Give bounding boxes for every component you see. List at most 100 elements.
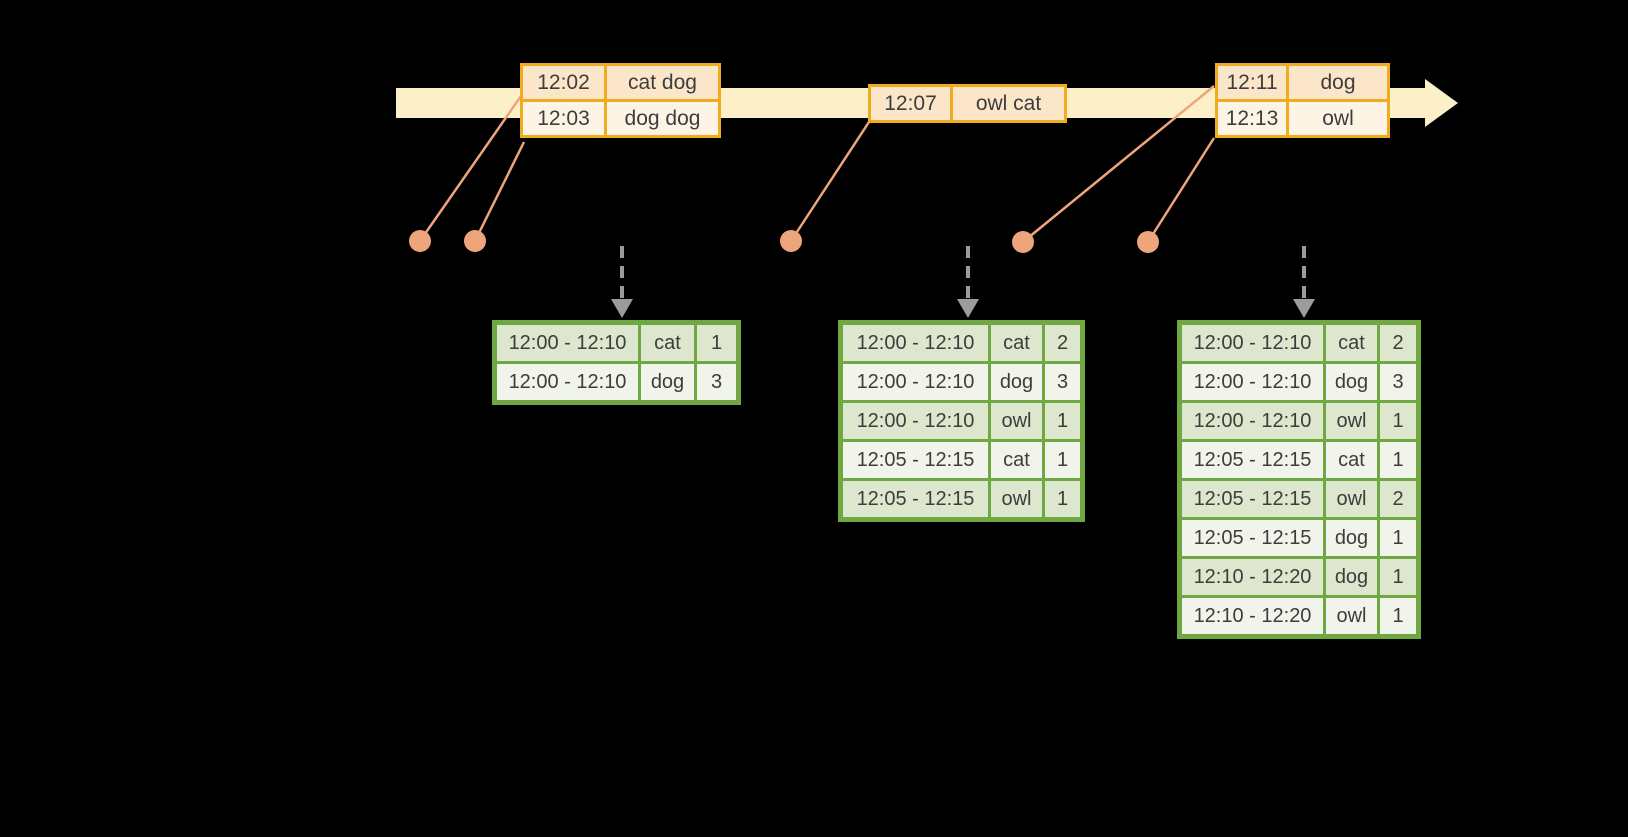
event-row: 12:03 dog dog bbox=[520, 99, 721, 138]
count-cell: 3 bbox=[1377, 361, 1420, 403]
result-table-3: 12:00 - 12:10 cat 2 12:00 - 12:10 dog 3 … bbox=[1177, 320, 1421, 639]
result-row: 12:00 - 12:10 dog 3 bbox=[839, 361, 1084, 403]
result-row: 12:05 - 12:15 dog 1 bbox=[1178, 517, 1420, 559]
count-cell: 2 bbox=[1042, 321, 1084, 364]
word-cell: owl bbox=[1323, 595, 1380, 638]
result-row: 12:05 - 12:15 cat 1 bbox=[839, 439, 1084, 481]
event-time-cell: 12:03 bbox=[520, 99, 607, 138]
count-cell: 1 bbox=[694, 321, 740, 364]
word-cell: owl bbox=[1323, 478, 1380, 520]
count-cell: 1 bbox=[1377, 595, 1420, 638]
result-row: 12:00 - 12:10 dog 3 bbox=[1178, 361, 1420, 403]
event-table-2-body: 12:07 owl cat bbox=[868, 84, 1067, 123]
event-connector-line bbox=[473, 141, 526, 242]
event-words-cell: dog bbox=[1286, 63, 1390, 102]
word-cell: cat bbox=[988, 321, 1045, 364]
event-dot bbox=[1012, 231, 1034, 253]
window-cell: 12:00 - 12:10 bbox=[1178, 321, 1326, 364]
window-cell: 12:00 - 12:10 bbox=[1178, 361, 1326, 403]
trigger-arrowhead-icon bbox=[957, 299, 979, 318]
word-cell: owl bbox=[1323, 400, 1380, 442]
window-cell: 12:05 - 12:15 bbox=[1178, 478, 1326, 520]
word-cell: cat bbox=[988, 439, 1045, 481]
word-cell: dog bbox=[1323, 361, 1380, 403]
event-row: 12:02 cat dog bbox=[520, 63, 721, 102]
count-cell: 1 bbox=[1042, 400, 1084, 442]
event-dot bbox=[464, 230, 486, 252]
count-cell: 2 bbox=[1377, 321, 1420, 364]
trigger-arrowhead-icon bbox=[1293, 299, 1315, 318]
event-time-cell: 12:13 bbox=[1215, 99, 1289, 138]
result-table-3-body: 12:00 - 12:10 cat 2 12:00 - 12:10 dog 3 … bbox=[1178, 321, 1420, 638]
window-cell: 12:00 - 12:10 bbox=[839, 321, 991, 364]
word-cell: dog bbox=[1323, 556, 1380, 598]
event-table-3-body: 12:11 dog 12:13 owl bbox=[1215, 63, 1390, 138]
timeline-arrowhead-icon bbox=[1425, 79, 1458, 127]
event-dots bbox=[409, 230, 1159, 253]
word-cell: dog bbox=[988, 361, 1045, 403]
count-cell: 3 bbox=[1042, 361, 1084, 403]
event-dot bbox=[409, 230, 431, 252]
count-cell: 1 bbox=[1377, 400, 1420, 442]
trigger-arrows bbox=[620, 246, 1306, 300]
event-time-cell: 12:11 bbox=[1215, 63, 1289, 102]
window-cell: 12:00 - 12:10 bbox=[839, 400, 991, 442]
trigger-arrowhead-icon bbox=[611, 299, 633, 318]
result-row: 12:00 - 12:10 cat 2 bbox=[839, 321, 1084, 364]
event-table-1: 12:02 cat dog 12:03 dog dog bbox=[520, 63, 721, 138]
count-cell: 1 bbox=[1377, 439, 1420, 481]
event-words-cell: cat dog bbox=[604, 63, 721, 102]
window-cell: 12:05 - 12:15 bbox=[839, 478, 991, 521]
trigger-arrowheads bbox=[611, 299, 1315, 318]
count-cell: 1 bbox=[1377, 517, 1420, 559]
word-cell: owl bbox=[988, 478, 1045, 521]
count-cell: 1 bbox=[1377, 556, 1420, 598]
count-cell: 3 bbox=[694, 361, 740, 404]
window-cell: 12:00 - 12:10 bbox=[493, 321, 641, 364]
result-table-2-body: 12:00 - 12:10 cat 2 12:00 - 12:10 dog 3 … bbox=[839, 321, 1084, 521]
window-cell: 12:05 - 12:15 bbox=[1178, 439, 1326, 481]
event-time-cell: 12:02 bbox=[520, 63, 607, 102]
result-row: 12:00 - 12:10 dog 3 bbox=[493, 361, 740, 404]
event-row: 12:11 dog bbox=[1215, 63, 1390, 102]
event-time-cell: 12:07 bbox=[868, 84, 953, 123]
event-table-1-body: 12:02 cat dog 12:03 dog dog bbox=[520, 63, 721, 138]
word-cell: dog bbox=[1323, 517, 1380, 559]
event-table-3: 12:11 dog 12:13 owl bbox=[1215, 63, 1390, 138]
event-connector-line bbox=[1146, 137, 1216, 243]
count-cell: 2 bbox=[1377, 478, 1420, 520]
result-row: 12:00 - 12:10 owl 1 bbox=[1178, 400, 1420, 442]
event-connector-line bbox=[789, 121, 871, 242]
result-row: 12:05 - 12:15 owl 2 bbox=[1178, 478, 1420, 520]
result-row: 12:05 - 12:15 cat 1 bbox=[1178, 439, 1420, 481]
result-table-2: 12:00 - 12:10 cat 2 12:00 - 12:10 dog 3 … bbox=[838, 320, 1085, 522]
event-table-2: 12:07 owl cat bbox=[868, 84, 1067, 123]
word-cell: dog bbox=[638, 361, 697, 404]
word-cell: cat bbox=[1323, 321, 1380, 364]
event-words-cell: dog dog bbox=[604, 99, 721, 138]
count-cell: 1 bbox=[1042, 478, 1084, 521]
window-cell: 12:00 - 12:10 bbox=[839, 361, 991, 403]
window-cell: 12:05 - 12:15 bbox=[1178, 517, 1326, 559]
window-cell: 12:10 - 12:20 bbox=[1178, 595, 1326, 638]
result-row: 12:05 - 12:15 owl 1 bbox=[839, 478, 1084, 521]
word-cell: owl bbox=[988, 400, 1045, 442]
event-row: 12:13 owl bbox=[1215, 99, 1390, 138]
count-cell: 1 bbox=[1042, 439, 1084, 481]
result-row: 12:10 - 12:20 dog 1 bbox=[1178, 556, 1420, 598]
word-cell: cat bbox=[1323, 439, 1380, 481]
window-cell: 12:10 - 12:20 bbox=[1178, 556, 1326, 598]
word-cell: cat bbox=[638, 321, 697, 364]
event-words-cell: owl bbox=[1286, 99, 1390, 138]
event-dot bbox=[1137, 231, 1159, 253]
event-dot bbox=[780, 230, 802, 252]
result-row: 12:00 - 12:10 owl 1 bbox=[839, 400, 1084, 442]
result-table-1: 12:00 - 12:10 cat 1 12:00 - 12:10 dog 3 bbox=[492, 320, 741, 405]
result-table-1-body: 12:00 - 12:10 cat 1 12:00 - 12:10 dog 3 bbox=[493, 321, 740, 404]
window-cell: 12:00 - 12:10 bbox=[1178, 400, 1326, 442]
window-cell: 12:05 - 12:15 bbox=[839, 439, 991, 481]
event-words-cell: owl cat bbox=[950, 84, 1067, 123]
result-row: 12:00 - 12:10 cat 1 bbox=[493, 321, 740, 364]
event-row: 12:07 owl cat bbox=[868, 84, 1067, 123]
